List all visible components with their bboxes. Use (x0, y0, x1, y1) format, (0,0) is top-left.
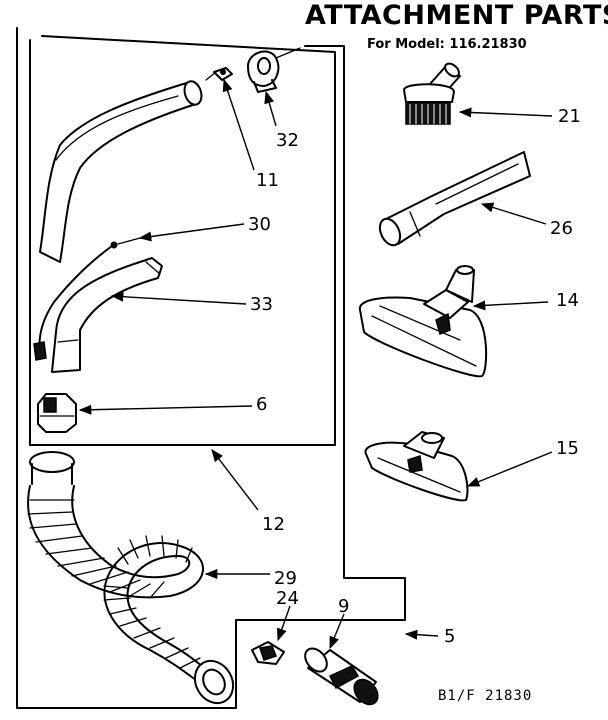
leader-30 (138, 223, 245, 242)
cord-30 (33, 237, 141, 361)
leader-12 (211, 449, 259, 511)
leader-21 (458, 107, 553, 118)
leader-11 (222, 78, 255, 171)
callout-32: 32 (276, 130, 299, 151)
leader-5 (404, 629, 439, 640)
curved-wand-upper (39, 80, 203, 263)
floor-brush-14 (358, 265, 488, 378)
model-number: For Model: 116.21830 (367, 37, 527, 52)
flexible-hose-29 (27, 451, 235, 705)
drawing-code: B1/F 21830 (438, 688, 532, 704)
callout-26: 26 (550, 218, 573, 239)
hose-coupling-6 (37, 393, 77, 433)
dusting-brush-21 (403, 62, 461, 125)
leader-33 (110, 291, 247, 305)
callout-11: 11 (256, 170, 279, 191)
leader-14 (472, 300, 549, 311)
hose-handle-9 (304, 647, 379, 706)
cord-clip-24 (251, 641, 285, 665)
diagram-title: ATTACHMENT PARTS (305, 0, 608, 31)
curved-wand-lower (51, 257, 163, 373)
callout-6: 6 (256, 394, 267, 415)
callout-9: 9 (338, 596, 349, 617)
upholstery-tool-15 (364, 431, 469, 502)
callout-12: 12 (262, 514, 285, 535)
leader-24 (277, 605, 291, 642)
hose-clip-11 (205, 67, 233, 81)
leader-15 (466, 451, 553, 487)
leader-32 (264, 90, 277, 127)
leader-6 (78, 404, 253, 415)
swivel-ring-32 (247, 47, 301, 93)
outer-assembly-border (16, 27, 406, 709)
callout-5: 5 (444, 626, 455, 647)
leader-9 (329, 613, 345, 650)
crevice-tool-26 (378, 151, 531, 247)
callout-21: 21 (558, 106, 581, 127)
inner-assembly-border (29, 35, 336, 446)
callout-15: 15 (556, 438, 579, 459)
callout-24: 24 (276, 588, 299, 609)
callout-30: 30 (248, 214, 271, 235)
callout-33: 33 (250, 294, 273, 315)
callout-29: 29 (274, 568, 297, 589)
leader-26 (480, 202, 547, 225)
callout-14: 14 (556, 290, 579, 311)
